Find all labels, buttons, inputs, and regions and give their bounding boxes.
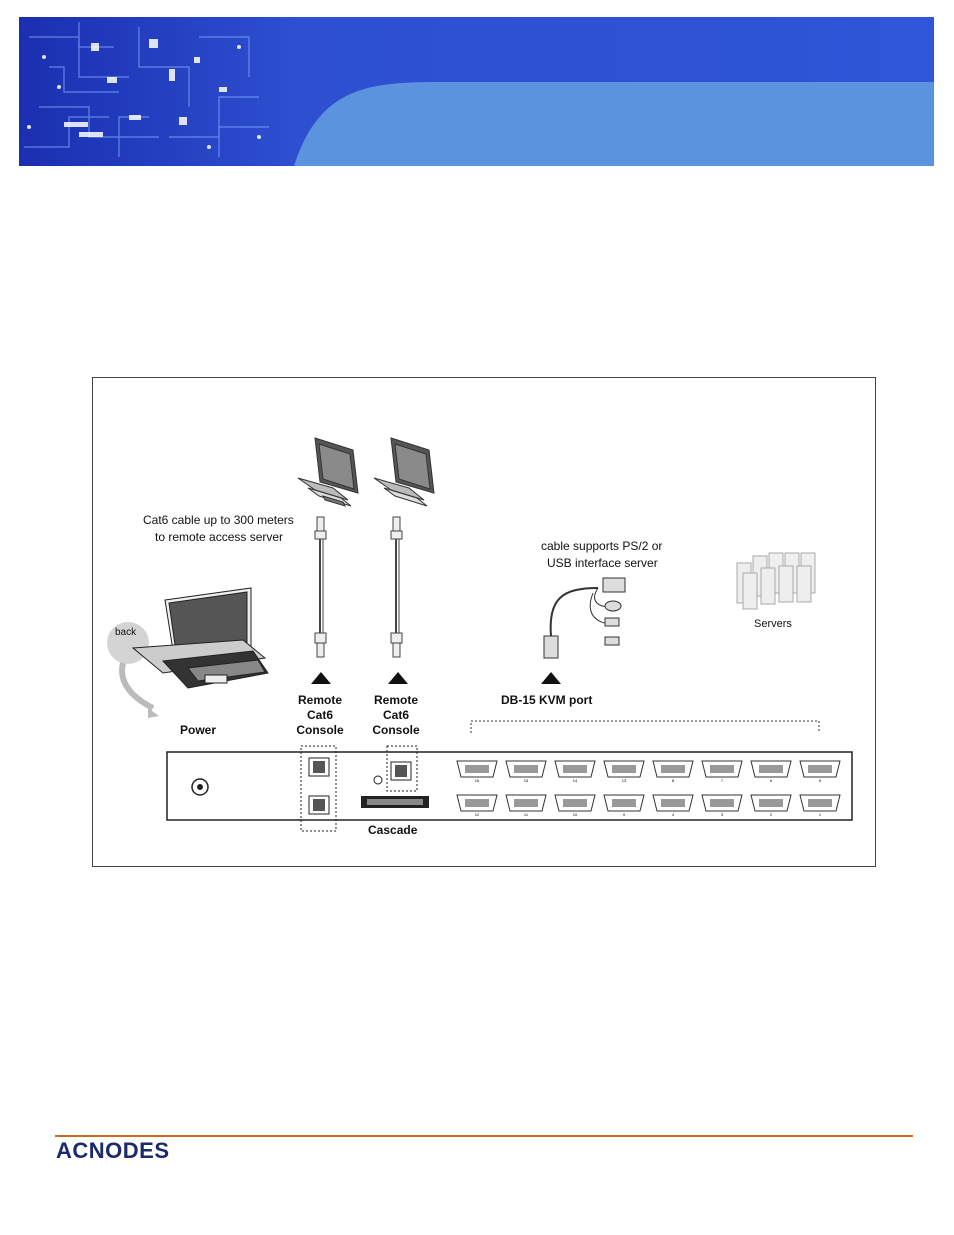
back-label: back (115, 624, 136, 641)
vga-top-port-pins-8 (661, 765, 685, 773)
remote-computer-icon-2 (374, 438, 434, 506)
cable-support-label: cable supports PS/2 or (541, 538, 662, 555)
vga-top-port-pins-5 (808, 765, 832, 773)
cable-support-label-2: USB interface server (547, 555, 658, 572)
vga-bottom-port-pins-2 (759, 799, 783, 807)
vga-bottom-port-pins-11 (514, 799, 538, 807)
vga-top-port-pins-14 (563, 765, 587, 773)
kvm-cable (544, 578, 625, 658)
vga-top-port-number: 16 (475, 778, 480, 783)
power-label: Power (180, 722, 216, 739)
remote-computer-icon (298, 438, 358, 506)
servers-label: Servers (754, 616, 792, 633)
console-label-2: Console (370, 722, 422, 739)
servers-icon (737, 553, 815, 609)
vga-bottom-port-pins-1 (808, 799, 832, 807)
vga-top-port-pins-16 (465, 765, 489, 773)
cat6-cable-label-2: to remote access server (155, 529, 283, 546)
vga-bottom-port-pins-12 (465, 799, 489, 807)
vga-bottom-port-number: 10 (573, 812, 578, 817)
vga-bottom-port-pins-4 (661, 799, 685, 807)
circuit-board-banner-image (19, 17, 934, 166)
vga-bottom-port-number: 12 (475, 812, 480, 817)
cat6-cable-2 (391, 517, 402, 657)
kvm-console-drawer (107, 588, 268, 718)
header-banner (19, 17, 934, 166)
vga-bottom-port-pins-3 (710, 799, 734, 807)
cat6-cable-1 (315, 517, 326, 657)
footer-divider (55, 1135, 913, 1137)
vga-top-port-number: 15 (524, 778, 529, 783)
acnodes-logo: ACNODES (56, 1138, 170, 1164)
vga-top-port-pins-15 (514, 765, 538, 773)
vga-top-port-number: 13 (622, 778, 627, 783)
cascade-label: Cascade (368, 822, 417, 839)
vga-top-port-pins-13 (612, 765, 636, 773)
vga-bottom-port-pins-9 (612, 799, 636, 807)
vga-top-port-pins-7 (710, 765, 734, 773)
vga-top-port-number: 14 (573, 778, 578, 783)
vga-top-port-pins-6 (759, 765, 783, 773)
db15-label: DB-15 KVM port (501, 692, 592, 709)
vga-bottom-port-pins-10 (563, 799, 587, 807)
console-label-1: Console (294, 722, 346, 739)
cat6-cable-label: Cat6 cable up to 300 meters (143, 512, 294, 529)
